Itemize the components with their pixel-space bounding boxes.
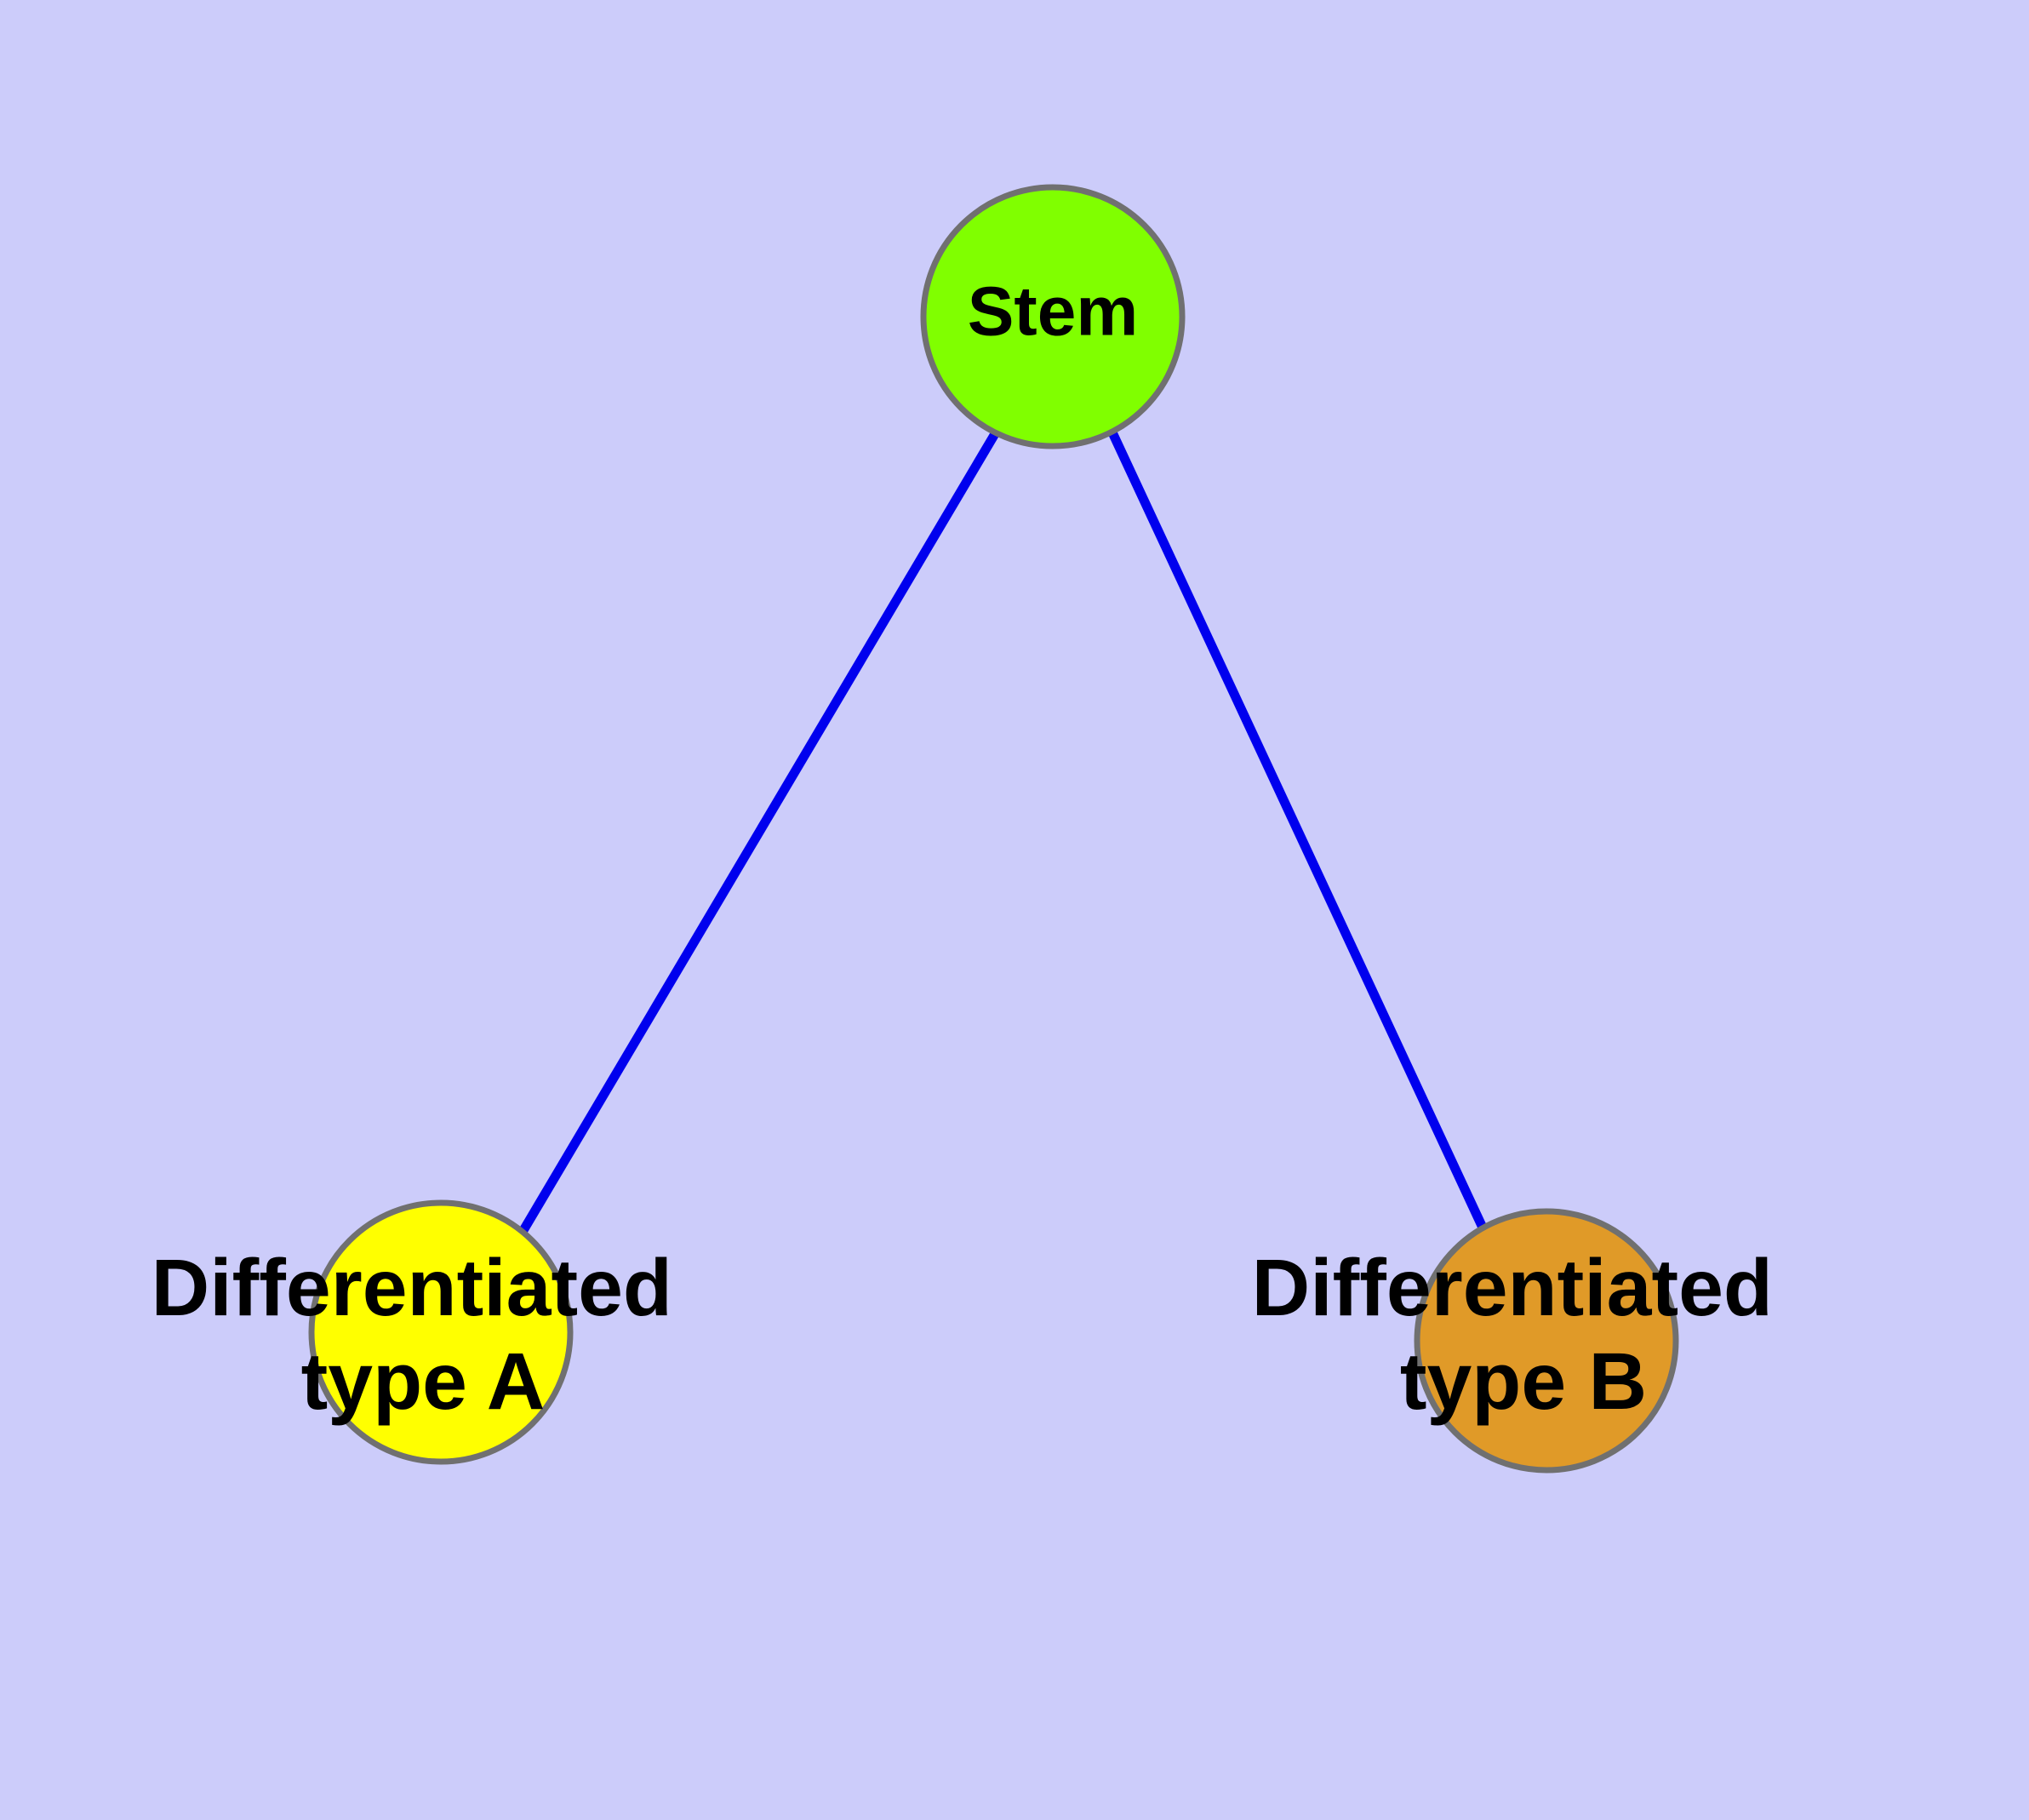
edge-stem-to-differentiated-type-a[interactable] [518, 430, 1000, 1234]
edge-stem-to-differentiated-type-b[interactable] [1108, 430, 1487, 1230]
node-stem-circle[interactable] [920, 184, 1186, 449]
node-layer: Stem Differentiated type A Differentiate… [151, 184, 1796, 1474]
node-differentiated-type-b-label-line1: Differentiated [1252, 1243, 1773, 1333]
node-differentiated-type-b-circle[interactable] [1414, 1208, 1679, 1474]
node-differentiated-type-a[interactable]: Differentiated type A [151, 1199, 695, 1465]
node-differentiated-type-a-label-line2: type A [301, 1336, 546, 1427]
node-differentiated-type-b[interactable]: Differentiated type B [1252, 1208, 1796, 1474]
node-differentiated-type-a-circle[interactable] [308, 1199, 574, 1465]
node-differentiated-type-a-label: Differentiated type A [151, 1243, 695, 1427]
node-differentiated-type-b-label-line2: type B [1400, 1336, 1647, 1427]
edge-layer [518, 430, 1487, 1234]
node-differentiated-type-b-label: Differentiated type B [1252, 1243, 1796, 1427]
node-differentiated-type-a-label-line1: Differentiated [151, 1243, 672, 1333]
node-stem-label: Stem [968, 273, 1139, 351]
node-stem[interactable]: Stem [920, 184, 1186, 449]
